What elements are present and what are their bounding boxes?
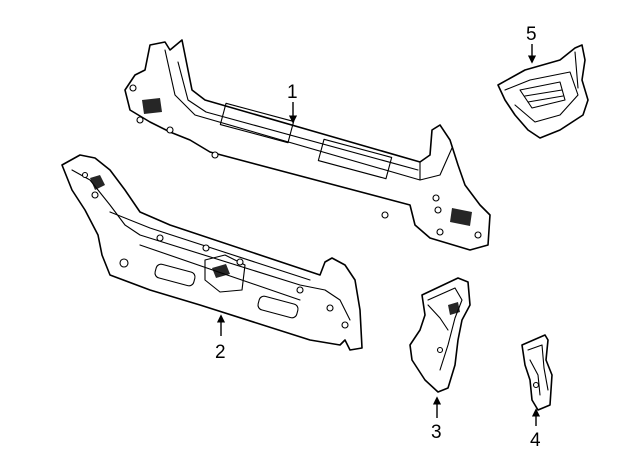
callout-3-label: 3 (431, 422, 442, 443)
callout-1: 1 (287, 82, 298, 124)
part-4-small-bracket (521, 334, 553, 411)
callout-4-label: 4 (530, 430, 541, 451)
callout-2-label: 2 (215, 342, 226, 363)
part-1-rear-panel (124, 39, 491, 251)
callout-5: 5 (526, 24, 537, 64)
callout-3: 3 (431, 396, 442, 443)
callout-5-label: 5 (526, 24, 537, 45)
part-3-bracket (409, 277, 471, 393)
callout-1-label: 1 (287, 82, 298, 103)
part-5-corner-bracket (497, 44, 589, 139)
callout-2: 2 (215, 314, 226, 363)
callout-4: 4 (530, 408, 541, 451)
part-2-lower-panel (61, 154, 363, 351)
